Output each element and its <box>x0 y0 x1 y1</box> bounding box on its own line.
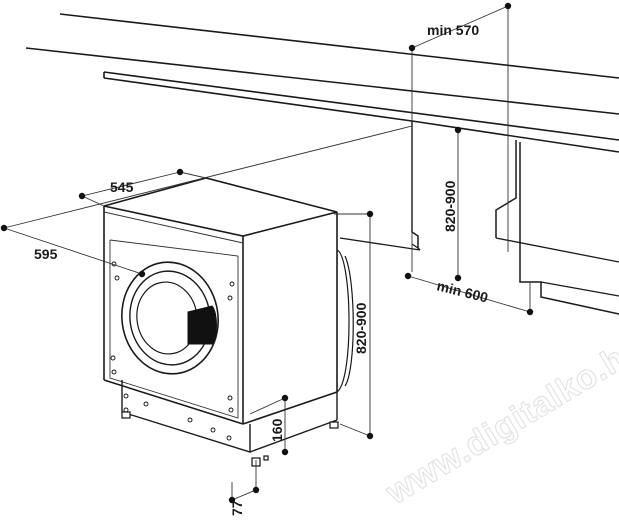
dimension-dots <box>0 2 534 504</box>
dimension-lines <box>3 5 531 501</box>
washing-machine <box>103 177 354 467</box>
worktop <box>25 13 619 153</box>
watermark-text: www.digitalko.hu <box>379 328 619 513</box>
cabinet-panels <box>339 121 619 315</box>
label-machine-height: 820-900 <box>353 302 369 354</box>
label-machine-width: 595 <box>34 246 58 262</box>
label-cabinet-height: 820-900 <box>442 180 458 232</box>
watermark: www.digitalko.hu <box>378 327 619 513</box>
label-niche-width: min 600 <box>435 277 490 305</box>
door-handle <box>187 305 217 345</box>
label-machine-depth: 545 <box>110 179 134 195</box>
label-niche-depth: min 570 <box>427 22 479 38</box>
label-foot-offset: 77 <box>229 500 245 516</box>
label-plinth-height: 160 <box>269 418 285 442</box>
